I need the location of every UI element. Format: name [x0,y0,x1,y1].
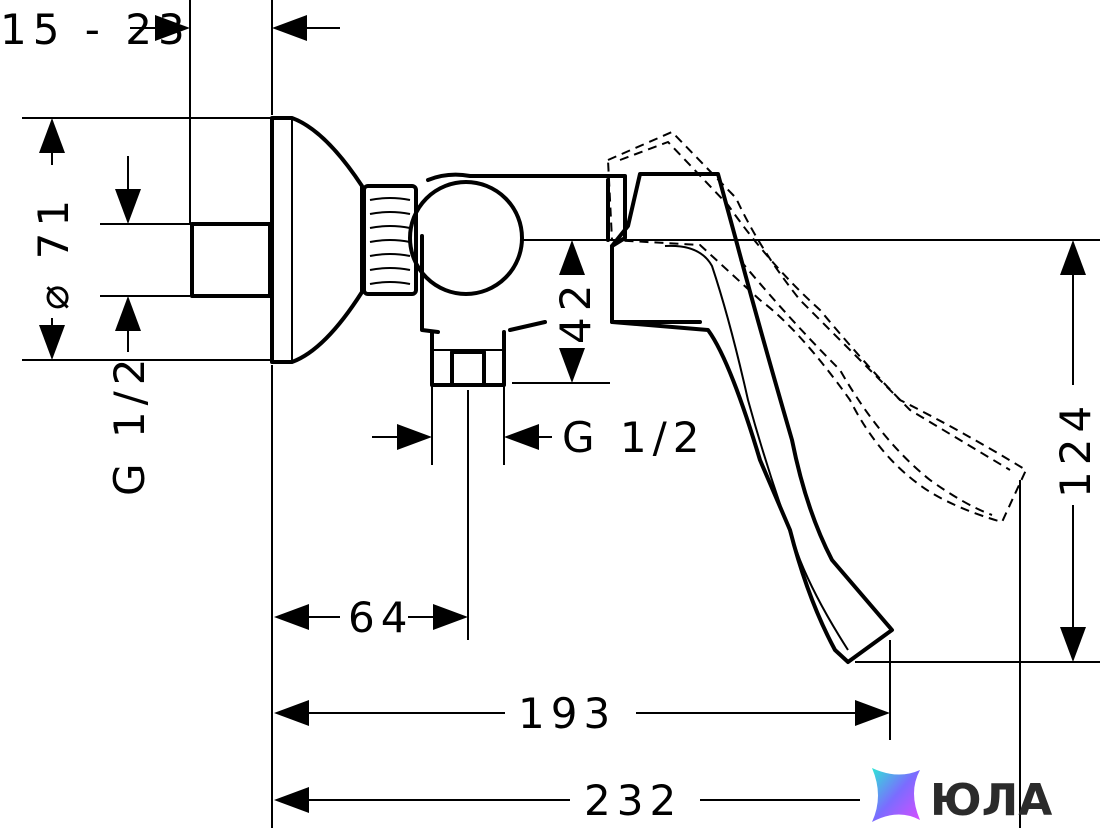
dim-inlet-thread: G 1/2 [105,156,154,496]
dim-lever-height: 124 [1051,240,1100,662]
faucet-body [190,116,702,387]
lever-alt-position [606,130,1028,524]
brand-logo: ЮЛА [872,768,1052,826]
label-outlet-thread: G 1/2 [562,413,706,462]
dim-max-depth: 232 [274,776,860,825]
label-lever-depth: 193 [518,689,616,738]
label-max-depth: 232 [584,776,682,825]
dim-outlet-offset: 64 [274,593,468,642]
label-rosette-diameter: ⌀ 71 [29,194,78,310]
lever-handle [610,172,894,664]
brand-star-icon [872,768,920,822]
dim-wall-thickness: 15 - 23 [0,5,340,54]
label-outlet-height: 42 [551,279,600,344]
label-wall-thickness: 15 - 23 [0,5,191,54]
dim-outlet-height: 42 [551,240,600,383]
dim-outlet-thread: G 1/2 [372,413,706,462]
dim-lever-depth: 193 [274,689,890,738]
label-inlet-thread: G 1/2 [105,353,154,497]
dim-rosette-diameter: ⌀ 71 [29,118,78,360]
label-outlet-offset: 64 [348,593,413,642]
label-lever-height: 124 [1051,400,1100,498]
brand-name: ЮЛА [930,775,1052,826]
